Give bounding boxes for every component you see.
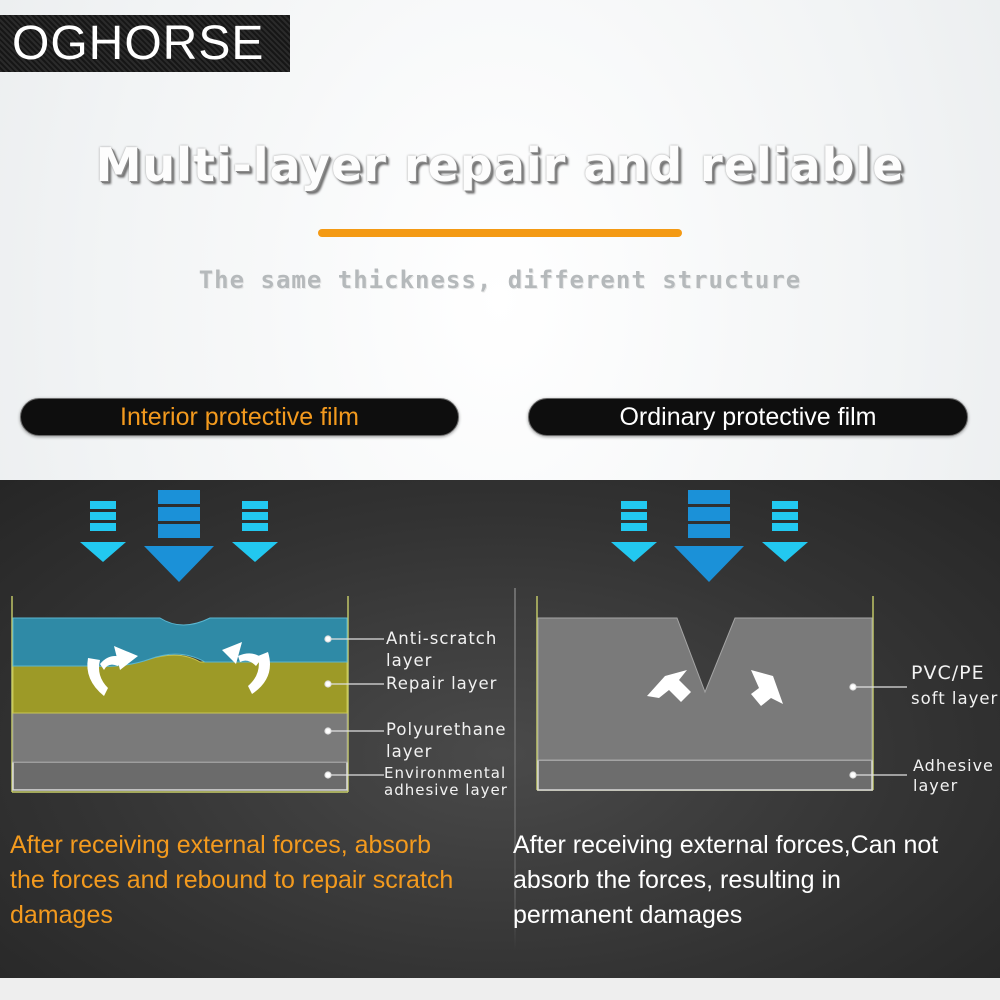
- environmental-adhesive-layer: [12, 761, 348, 791]
- headline: Multi-layer repair and reliable: [95, 138, 905, 192]
- down-arrow-icon: [762, 501, 808, 562]
- down-arrow-icon: [144, 490, 214, 582]
- rebound-arrow-icon: [222, 642, 270, 694]
- panel-divider: [514, 588, 516, 950]
- subheadline: The same thickness, different structure: [198, 266, 802, 294]
- repair-layer-label: Repair layer: [386, 674, 498, 693]
- soft-layer-label: soft layer: [911, 689, 999, 708]
- down-arrow-icon: [674, 490, 744, 582]
- interior-film-diagram: [11, 490, 384, 793]
- pressure-arrows: [611, 490, 808, 582]
- anti-scratch-layer-label: Anti-scratch layer: [386, 629, 498, 670]
- environmental-adhesive-label: Environmental adhesive layer: [384, 764, 508, 799]
- brand-name: OGHORSE: [12, 17, 265, 70]
- film-outline: [11, 596, 349, 793]
- ordinary-caption: After receiving external forces,Can not …: [513, 831, 939, 929]
- down-arrow-icon: [611, 501, 657, 562]
- polyurethane-layer: [12, 712, 348, 763]
- pvc-pe-label: PVC/PE: [911, 662, 985, 684]
- down-arrow-icon: [80, 501, 126, 562]
- adhesive-layer-label: Adhesive layer: [913, 756, 994, 795]
- orange-divider: [318, 229, 682, 237]
- bottom-strip: [0, 978, 1000, 1000]
- polyurethane-layer-label: Polyurethane layer: [386, 720, 507, 761]
- ordinary-film-title: Ordinary protective film: [528, 398, 968, 436]
- interior-film-title: Interior protective film: [20, 398, 459, 436]
- rebound-arrow-icon: [87, 646, 138, 696]
- pvc-pe-soft-layer: [537, 617, 873, 761]
- interior-caption: After receiving external forces, absorb …: [10, 831, 454, 929]
- pressure-arrows: [80, 490, 278, 582]
- ordinary-film-diagram: [536, 490, 907, 791]
- spread-arrow-icon: [647, 670, 783, 706]
- down-arrow-icon: [232, 501, 278, 562]
- adhesive-layer: [537, 759, 873, 791]
- brand-logo: OGHORSE: [0, 15, 290, 72]
